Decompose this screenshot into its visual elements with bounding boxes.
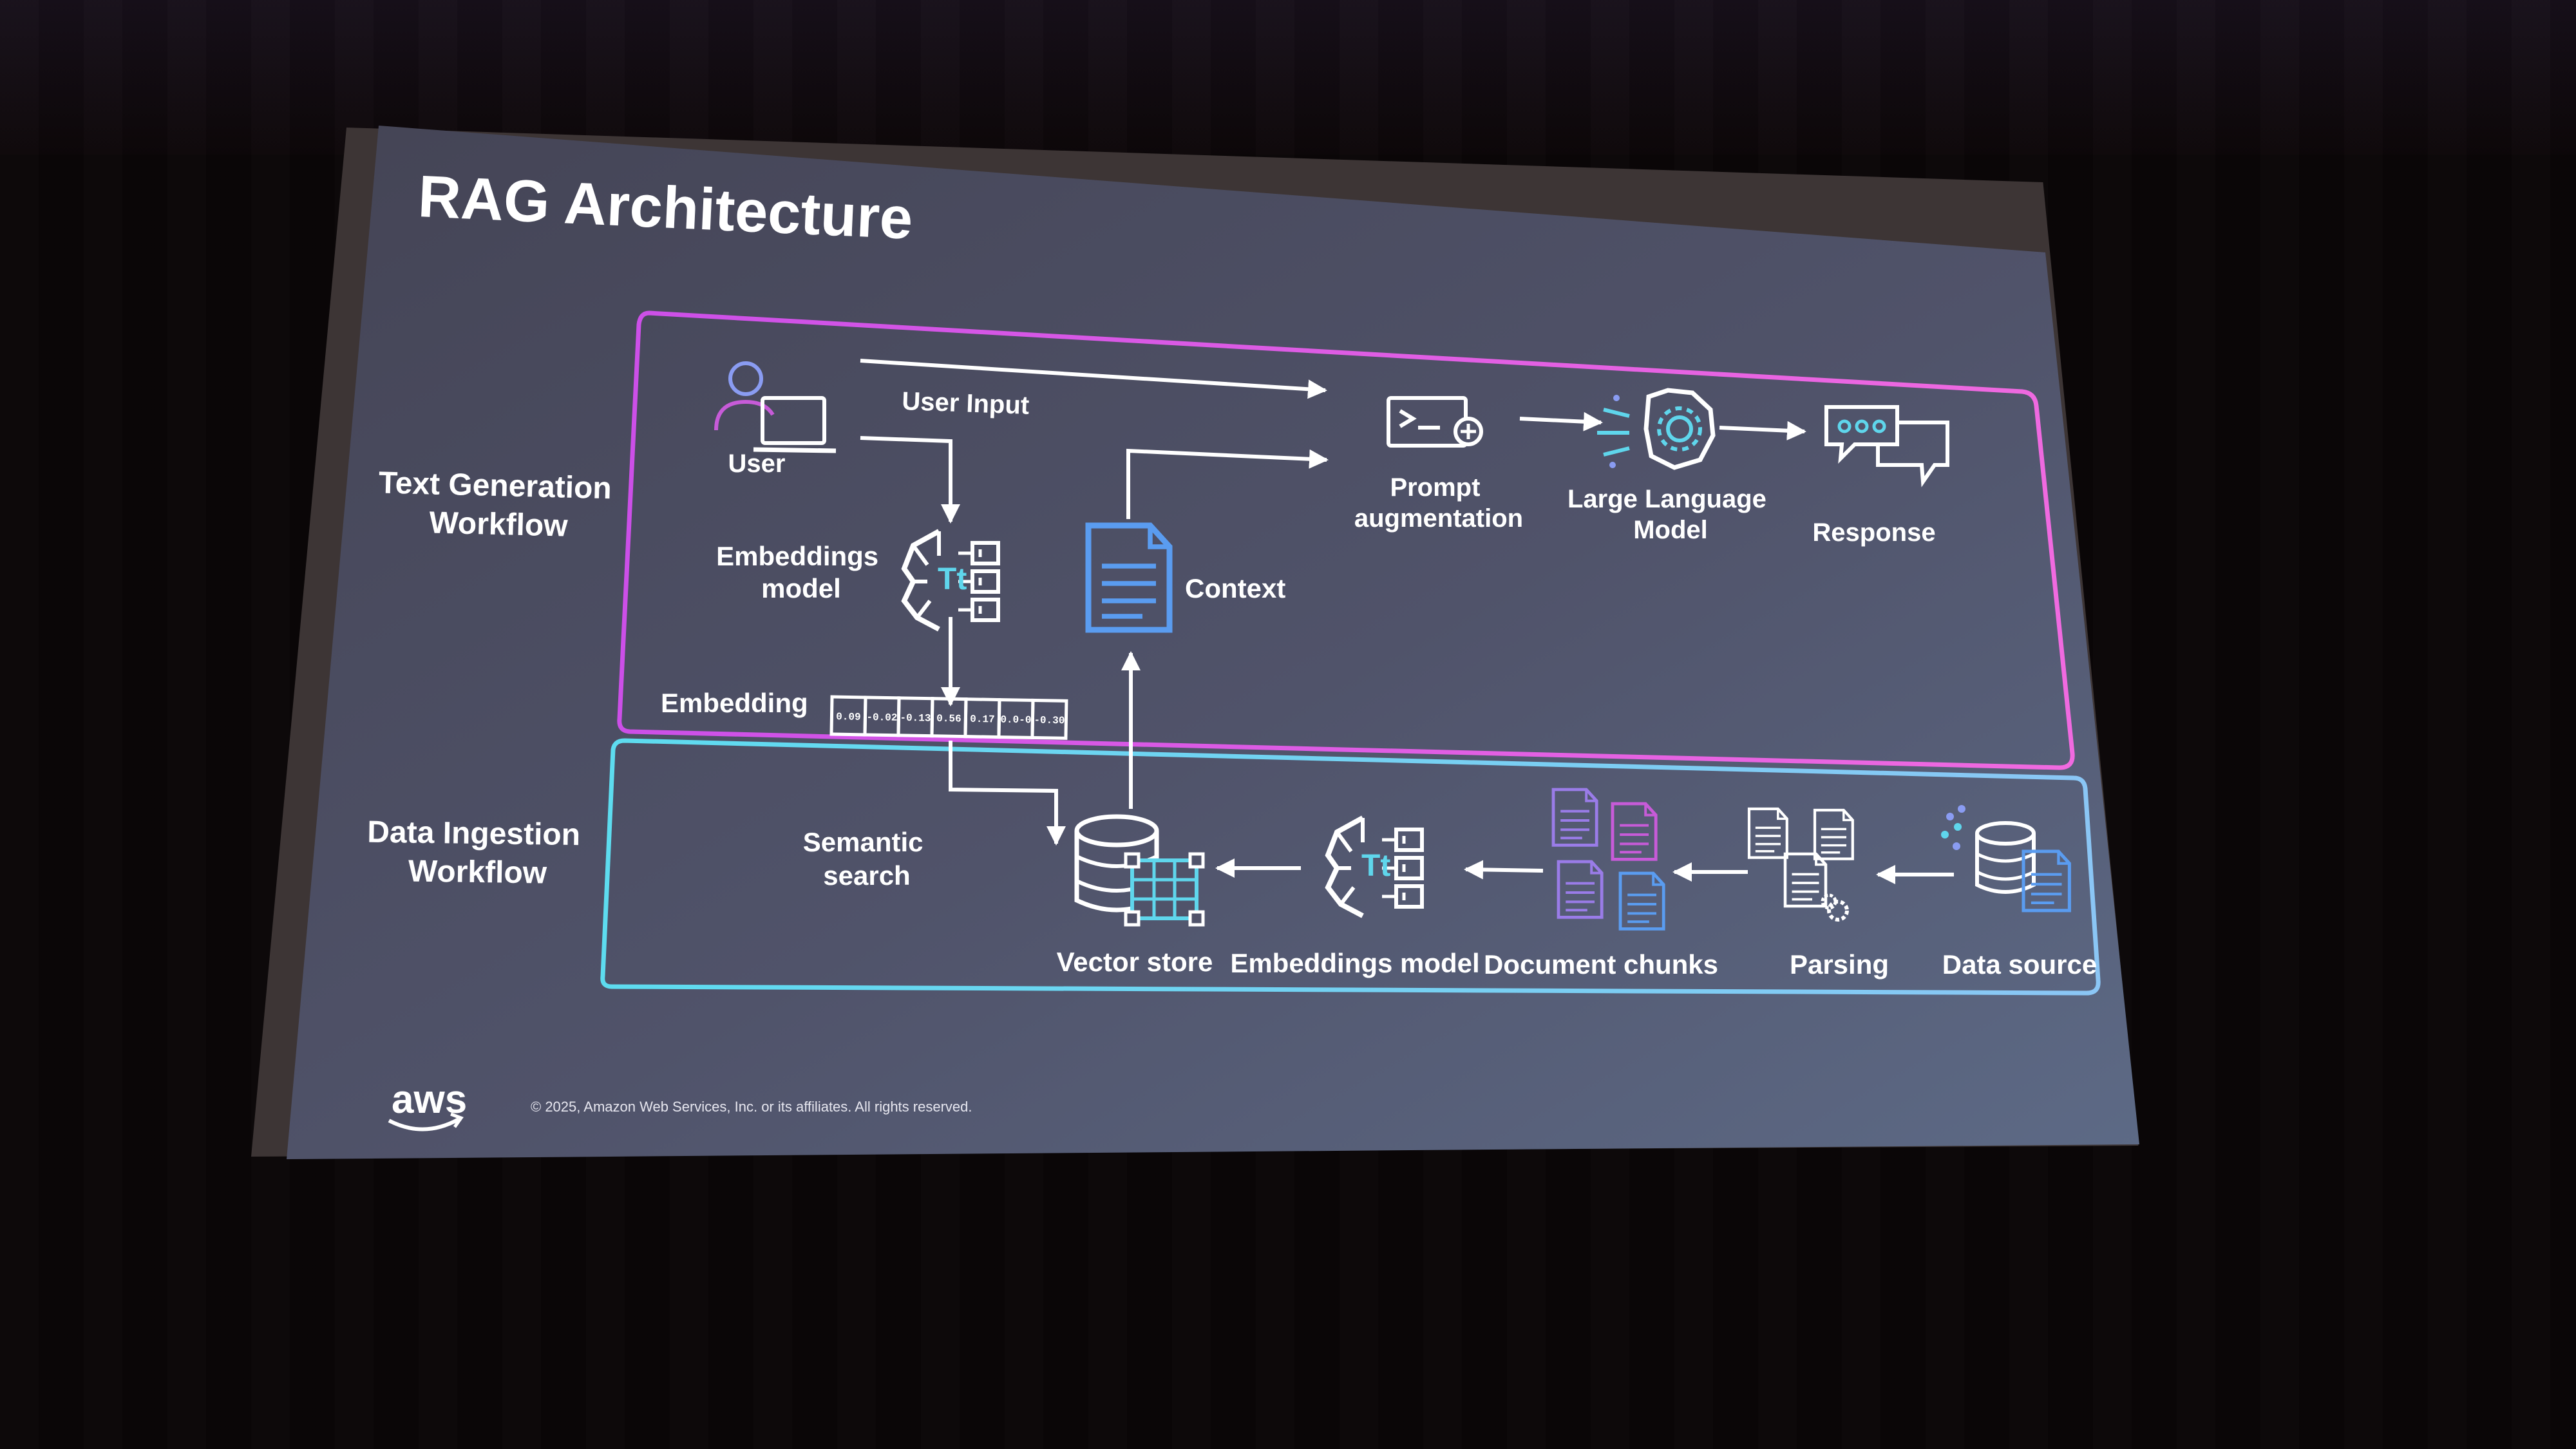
data-ingestion-label-line2: Workflow bbox=[408, 854, 547, 890]
parsing-icon bbox=[1749, 809, 1853, 922]
embeddings-model-bottom-label: Embeddings model bbox=[1230, 948, 1479, 978]
embeddings-model-top-icon: Tt bbox=[904, 531, 998, 629]
prompt-to-llm-arrow bbox=[1519, 412, 1603, 431]
embedding-cell-value: 0.09 bbox=[836, 711, 861, 723]
aws-smile-icon bbox=[388, 1117, 460, 1132]
chunks-to-embeddings-arrow bbox=[1464, 860, 1544, 880]
data-source-icon bbox=[1941, 805, 2069, 911]
user-laptop-icon bbox=[714, 361, 837, 453]
data-ingestion-label-line1: Data Ingestion bbox=[367, 815, 580, 853]
llm-brain-gear-icon bbox=[1597, 388, 1716, 470]
prompt-augmentation-line2: augmentation bbox=[1354, 504, 1523, 533]
embeddings-model-bottom-icon: Tt bbox=[1328, 818, 1422, 916]
text-generation-label-line1: Text Generation bbox=[378, 466, 612, 506]
response-label: Response bbox=[1812, 518, 1935, 547]
embedding-vector: 0.09 -0.02-0.13 0.56 0.17 0.0-0-0.30 bbox=[829, 695, 1068, 740]
user-input-arrow bbox=[860, 359, 1327, 399]
data-ingestion-workflow-label: Data Ingestion Workflow bbox=[366, 815, 589, 891]
llm-line1: Large Language bbox=[1567, 485, 1766, 513]
prompt-augmentation-label: Prompt augmentation bbox=[1354, 473, 1523, 533]
data-source-label: Data source bbox=[1942, 949, 2097, 980]
llm-to-response-arrow bbox=[1719, 421, 1806, 440]
vector-store-database-icon bbox=[1074, 814, 1205, 927]
llm-label: Large Language Model bbox=[1567, 485, 1774, 544]
embedding-cell-box bbox=[1030, 698, 1068, 740]
user-to-embeddings-arrow bbox=[860, 436, 960, 524]
document-chunks-label: Document chunks bbox=[1484, 949, 1718, 980]
slide-background bbox=[287, 126, 2139, 1159]
response-chat-icon bbox=[1824, 405, 1949, 488]
svg-text:Tt: Tt bbox=[938, 562, 967, 596]
embedding-cell-value: -0.30 bbox=[1034, 714, 1065, 726]
embedding-cell-value: 0.0-0 bbox=[1000, 714, 1031, 726]
embedding-cell-value: 0.17 bbox=[970, 714, 995, 726]
user-input-label: User Input bbox=[902, 387, 1030, 420]
user-label: User bbox=[728, 450, 786, 478]
text-generation-workflow-label: Text Generation Workflow bbox=[377, 466, 621, 544]
data-ingestion-box bbox=[600, 738, 2101, 996]
context-label: Context bbox=[1185, 573, 1285, 603]
aws-smile-arrow-icon bbox=[450, 1112, 464, 1128]
text-generation-box bbox=[617, 310, 2075, 770]
semantic-search-line2: search bbox=[823, 860, 910, 891]
semantic-search-label: Semantic search bbox=[803, 827, 931, 891]
embedding-cell-value: -0.13 bbox=[900, 712, 931, 724]
llm-line2: Model bbox=[1633, 516, 1708, 544]
embedding-cell-value: 0.56 bbox=[936, 713, 961, 725]
room-ceiling bbox=[0, 0, 2576, 155]
parsing-label: Parsing bbox=[1790, 949, 1889, 980]
embeddings-model-top-line2: model bbox=[761, 573, 841, 603]
text-generation-label-line2: Workflow bbox=[429, 506, 569, 543]
svg-text:Tt: Tt bbox=[1361, 849, 1390, 883]
embedding-label: Embedding bbox=[661, 688, 808, 718]
embeddings-model-top-label: Embeddings model bbox=[716, 541, 886, 603]
prompt-augmentation-line1: Prompt bbox=[1390, 473, 1480, 502]
context-to-prompt-arrow bbox=[1126, 448, 1329, 519]
embedding-cell: -0.30 bbox=[1030, 698, 1068, 740]
vector-store-label: Vector store bbox=[1057, 947, 1213, 977]
semantic-search-line1: Semantic bbox=[803, 827, 923, 857]
embedding-to-vector-store-arrow bbox=[949, 741, 1066, 846]
embedding-cell-value: -0.02 bbox=[866, 712, 897, 724]
prompt-augmentation-icon bbox=[1387, 396, 1483, 448]
copyright-footer: © 2025, Amazon Web Services, Inc. or its… bbox=[531, 1099, 972, 1115]
embeddings-model-top-line1: Embeddings bbox=[716, 541, 878, 571]
